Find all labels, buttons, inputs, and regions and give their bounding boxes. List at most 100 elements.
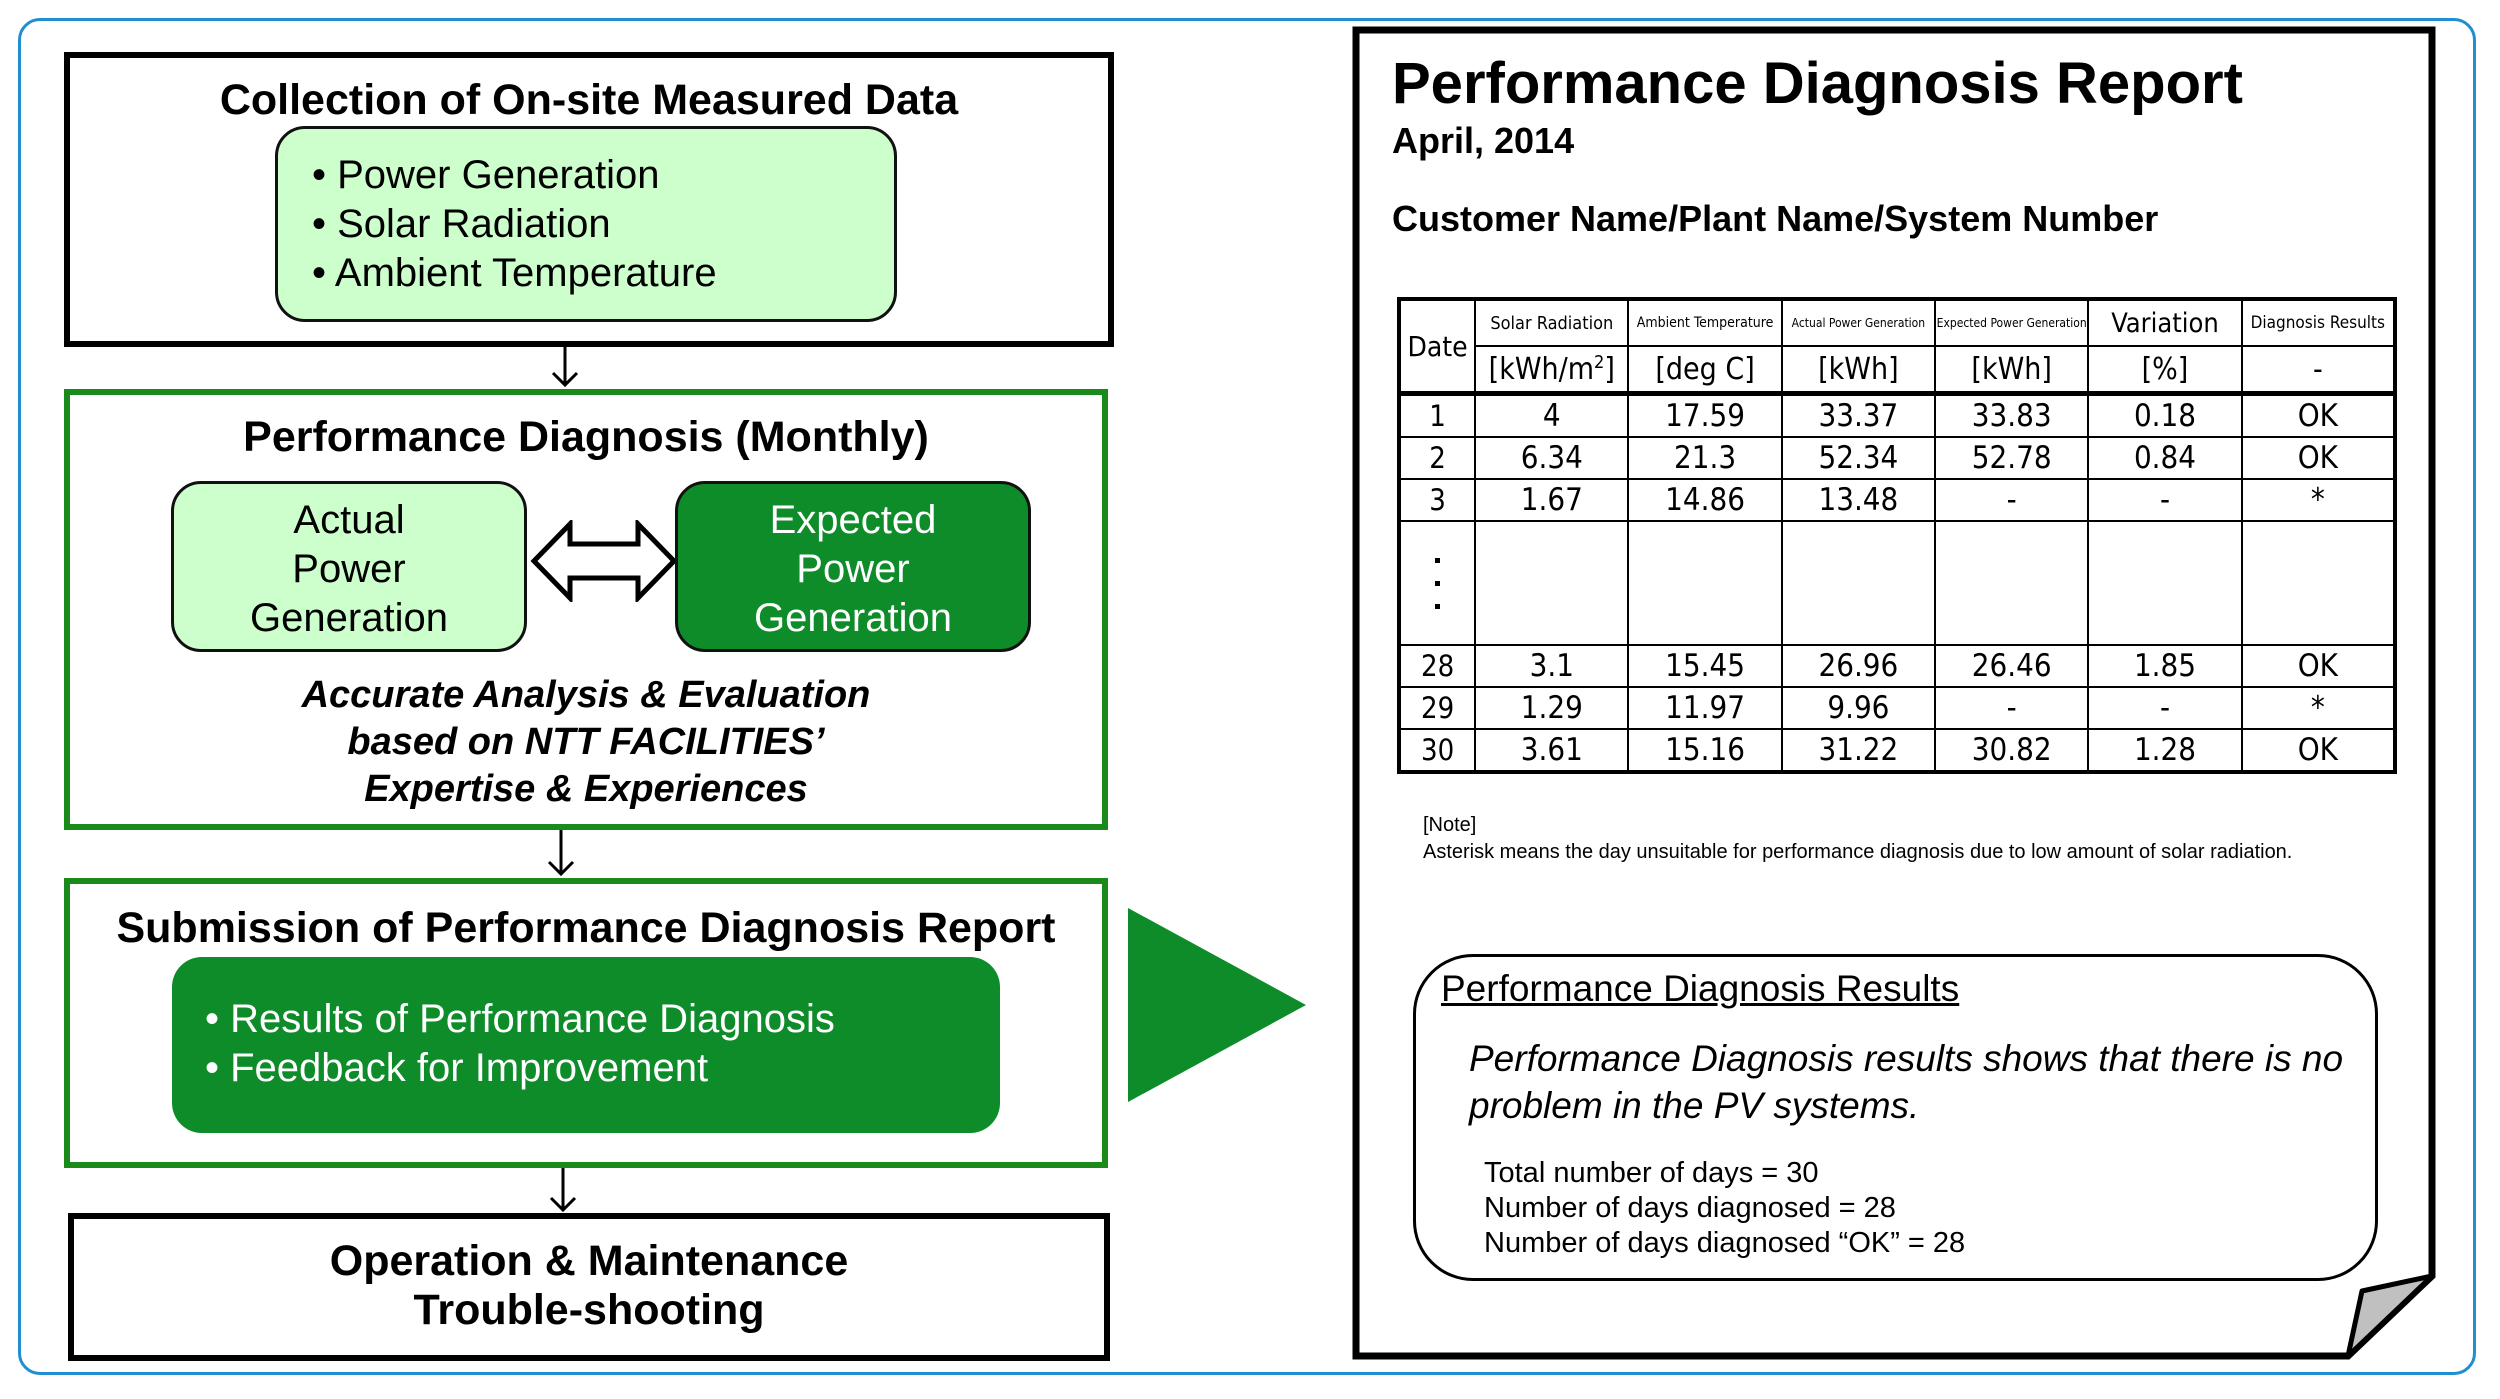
- table-cell: 6.34: [1474, 436, 1630, 480]
- table-cell: OK: [2240, 644, 2397, 688]
- unit-variation: [%]: [2087, 345, 2243, 396]
- table-cell: -: [2087, 478, 2243, 522]
- report-customer: Customer Name/Plant Name/System Number: [1392, 198, 2159, 239]
- collection-items-panel: • Power Generation • Solar Radiation • A…: [275, 126, 897, 322]
- table-cell: 0.18: [2087, 392, 2243, 438]
- note-label: [Note]: [1423, 814, 1477, 836]
- outer-frame: [18, 18, 2476, 1375]
- diagnosis-title: Performance Diagnosis (Monthly): [243, 413, 929, 461]
- table-cell: 3.61: [1474, 728, 1630, 773]
- note: [Note] Asterisk means the day unsuitable…: [1423, 812, 2363, 866]
- diagnosis-table: Date Solar Radiation Ambient Temperature…: [1397, 297, 2397, 774]
- results-message: Performance Diagnosis results shows that…: [1469, 1038, 2344, 1126]
- table-cell: 52.78: [1934, 436, 2090, 480]
- table-cell: 11.97: [1627, 686, 1783, 730]
- table-cell: 33.83: [1934, 392, 2090, 438]
- table-cell: [1780, 520, 1937, 646]
- unit-results: -: [2240, 345, 2397, 396]
- header-variation: Variation: [2087, 298, 2243, 347]
- table-cell: 21.3: [1627, 436, 1783, 480]
- header-ambient: Ambient Temperature: [1627, 298, 1783, 347]
- actual-line: Generation: [250, 596, 448, 640]
- header-expected: Expected Power Generation: [1934, 298, 2090, 347]
- stat-line: Total number of days = 30: [1484, 1157, 1819, 1189]
- unit-ambient: [deg C]: [1627, 345, 1783, 396]
- analysis-line: Accurate Analysis & Evaluation: [301, 674, 871, 716]
- header-date: Date: [1397, 298, 1477, 396]
- actual-power-panel: Actual Power Generation: [171, 481, 527, 652]
- down-arrow-2: [547, 830, 575, 877]
- submission-title: Submission of Performance Diagnosis Repo…: [116, 904, 1056, 952]
- report-title: Performance Diagnosis Report: [1392, 51, 2243, 116]
- table-cell: 26.46: [1934, 644, 2090, 688]
- analysis-line: based on NTT FACILITIES’: [347, 721, 825, 763]
- results-stats: Total number of days = 30 Number of days…: [1484, 1156, 1965, 1261]
- expected-power-panel: Expected Power Generation: [675, 481, 1031, 652]
- analysis-line: Expertise & Experiences: [364, 768, 808, 810]
- results-panel: [1413, 954, 2378, 1281]
- table-cell: *: [2240, 686, 2397, 730]
- table-cell: 33.37: [1780, 392, 1937, 438]
- table-cell: *: [2240, 478, 2397, 522]
- actual-line: Power: [292, 547, 406, 591]
- expected-line: Generation: [754, 596, 952, 640]
- table-cell: 26.96: [1780, 644, 1937, 688]
- table-cell: 15.45: [1627, 644, 1783, 688]
- report-date: April, 2014: [1392, 120, 1575, 161]
- collection-item: • Power Generation: [312, 153, 660, 197]
- expected-line: Power: [796, 547, 910, 591]
- table-cell: 1.28: [2087, 728, 2243, 773]
- unit-expected: [kWh]: [1934, 345, 2090, 396]
- analysis-text: Accurate Analysis & Evaluation based on …: [64, 672, 1108, 813]
- results-heading: Performance Diagnosis Results: [1441, 968, 1960, 1009]
- date-cell: 30: [1397, 728, 1477, 773]
- down-arrow-3: [549, 1168, 577, 1213]
- header-solar: Solar Radiation: [1474, 298, 1630, 347]
- table-header-row: Date Solar Radiation Ambient Temperature…: [1397, 298, 2397, 396]
- date-cell: 29: [1397, 686, 1477, 730]
- table-cell: [1934, 520, 2090, 646]
- stat-line: Number of days diagnosed = 28: [1484, 1192, 1896, 1224]
- table-cell: 4: [1474, 392, 1630, 438]
- unit-actual: [kWh]: [1780, 345, 1937, 396]
- table-cell: 14.86: [1627, 478, 1783, 522]
- actual-power-label: Actual Power Generation: [174, 496, 524, 643]
- table-cell: 15.16: [1627, 728, 1783, 773]
- date-cell: 1: [1397, 392, 1477, 438]
- operation-text: Operation & Maintenance Trouble-shooting: [74, 1237, 1104, 1335]
- unit-solar: [kWh/m2]: [1474, 345, 1630, 396]
- table-cell: 1.67: [1474, 478, 1630, 522]
- header-results: Diagnosis Results: [2240, 298, 2397, 347]
- table-cell: -: [1934, 686, 2090, 730]
- note-text: Asterisk means the day unsuitable for pe…: [1423, 841, 2293, 863]
- table-cell: 9.96: [1780, 686, 1937, 730]
- table-cell: 30.82: [1934, 728, 2090, 773]
- table-cell: [1474, 520, 1630, 646]
- header-actual: Actual Power Generation: [1780, 298, 1937, 347]
- table-cell: OK: [2240, 392, 2397, 438]
- date-cell: 2: [1397, 436, 1477, 480]
- stat-line: Number of days diagnosed “OK” = 28: [1484, 1227, 1966, 1259]
- date-cell: 3: [1397, 478, 1477, 522]
- collection-items: • Power Generation • Solar Radiation • A…: [312, 151, 717, 298]
- expected-line: Expected: [769, 498, 937, 542]
- table-cell: [2240, 520, 2397, 646]
- table-cell: 52.34: [1780, 436, 1937, 480]
- vertical-ellipsis-icon: [1401, 557, 1474, 609]
- table-cell: 13.48: [1780, 478, 1937, 522]
- table-cell: [1627, 520, 1783, 646]
- collection-title: Collection of On-site Measured Data: [219, 76, 959, 124]
- table-cell: OK: [2240, 728, 2397, 773]
- operation-line: Trouble-shooting: [413, 1286, 765, 1334]
- table-cell: [2087, 520, 2243, 646]
- submission-item: • Results of Performance Diagnosis: [205, 997, 835, 1041]
- table-cell: 17.59: [1627, 392, 1783, 438]
- table-cell: -: [1934, 478, 2090, 522]
- expected-power-label: Expected Power Generation: [678, 496, 1028, 643]
